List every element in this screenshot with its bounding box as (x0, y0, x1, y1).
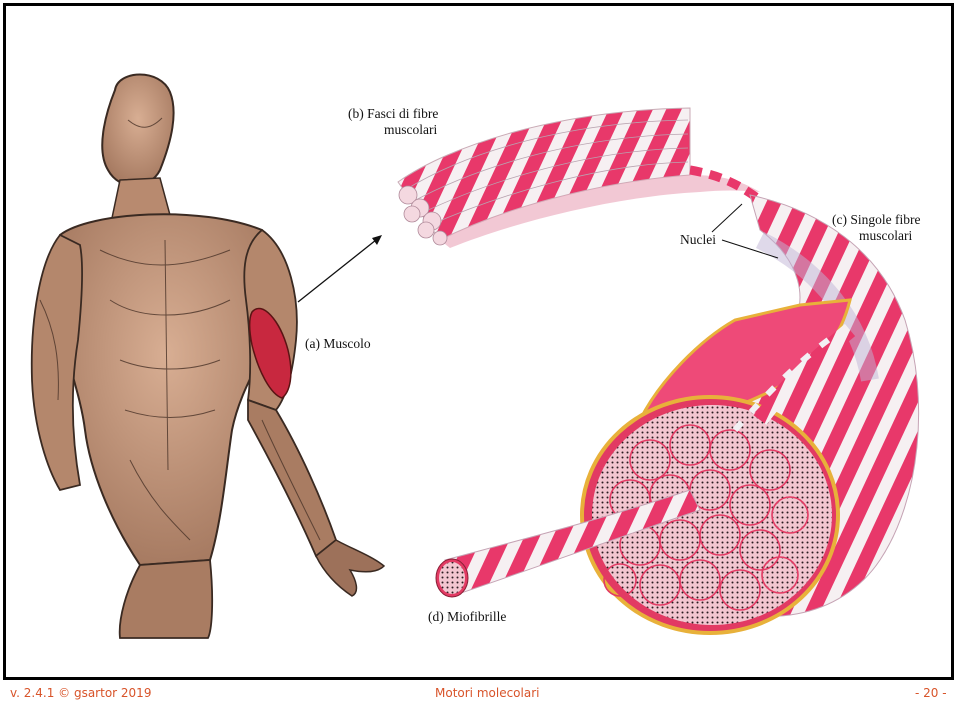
label-muscle: (a) Muscolo (305, 336, 371, 351)
single-muscle-fiber (582, 195, 919, 633)
footer-page-number: - 20 - (915, 686, 947, 700)
label-myofibrils: (d) Miofibrille (428, 609, 506, 624)
arrow-muscle-to-bundles (298, 235, 382, 302)
label-fibers-line1: (c) Singole fibre (832, 212, 920, 227)
label-fibers-line2: muscolari (859, 228, 912, 243)
anatomical-figure (32, 75, 384, 639)
footer-version: v. 2.4.1 © gsartor 2019 (10, 686, 151, 700)
label-nuclei: Nuclei (680, 232, 716, 247)
label-bundles-line2: muscolari (384, 122, 437, 137)
footer-title: Motori molecolari (435, 686, 539, 700)
fiber-bundles (398, 108, 760, 248)
label-bundles-line1: (b) Fasci di fibre (348, 106, 438, 121)
